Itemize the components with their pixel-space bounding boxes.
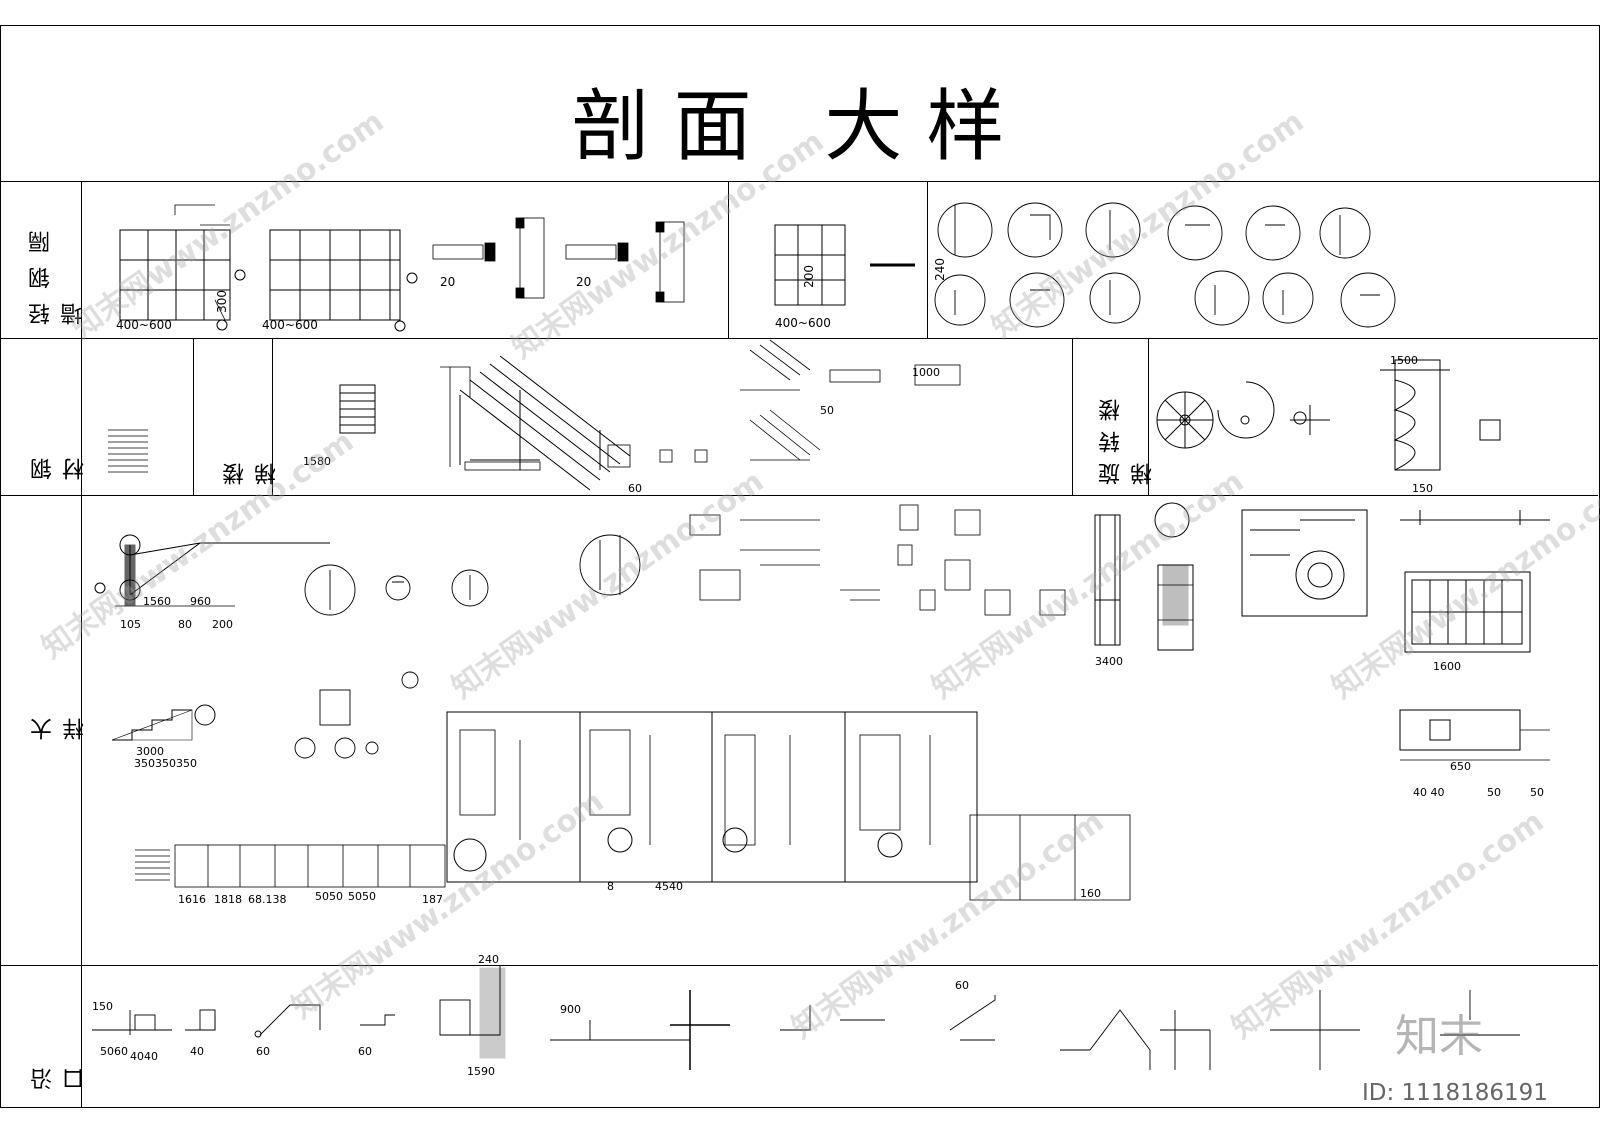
detail-sheet-strip xyxy=(135,814,1131,901)
dim-label: 50 xyxy=(820,404,834,417)
row-divider xyxy=(0,965,1598,966)
row-divider xyxy=(0,338,1598,339)
drawing-sheet: 剖面 大样 xyxy=(0,25,1600,1108)
row-divider xyxy=(0,181,1598,182)
dim-label: 8 xyxy=(607,880,614,893)
dim-label: 5050 xyxy=(348,890,376,903)
title-block: 剖面 大样 xyxy=(1,26,1599,182)
dim-label: 240 xyxy=(478,953,499,966)
dim-label: 1560 xyxy=(143,595,171,608)
dim-label: 3400 xyxy=(1095,655,1123,668)
tall-elevation-detail xyxy=(1094,502,1194,651)
cell-divider xyxy=(193,338,194,495)
dim-label: 1616 xyxy=(178,893,206,906)
dim-label: 150 xyxy=(1412,482,1433,495)
dim-label: 60 xyxy=(628,482,642,495)
stair-plan xyxy=(339,384,376,434)
stair-section xyxy=(440,355,631,491)
dim-label: 1000 xyxy=(912,366,940,379)
sheet-title: 剖面 大样 xyxy=(571,82,1029,172)
misc-detail-cluster xyxy=(689,504,1066,616)
dim-label: 650 xyxy=(1450,760,1471,773)
partition-sections xyxy=(432,217,685,303)
dim-label: 20 xyxy=(576,275,592,289)
stair-details-small xyxy=(607,339,961,468)
steel-section-stack xyxy=(108,429,148,473)
ceiling-detail-panel xyxy=(1241,509,1368,617)
partition-joint-details xyxy=(934,202,1396,328)
id-label: ID: 1118186191 xyxy=(1362,1080,1548,1106)
anchor-detail xyxy=(294,671,419,759)
dim-label: 40 40 xyxy=(1413,786,1445,799)
dim-label: 60 xyxy=(256,1045,270,1058)
dim-label: 20 xyxy=(440,275,456,289)
dim-label: 1818 xyxy=(214,893,242,906)
dim-label: 80 xyxy=(178,618,192,631)
dim-label: 350350350 xyxy=(134,757,197,770)
dim-label: 50 xyxy=(1530,786,1544,799)
dim-label: 960 xyxy=(190,595,211,608)
dim-label: 50 xyxy=(1487,786,1501,799)
cell-divider xyxy=(272,338,273,495)
dim-label: 160 xyxy=(1080,887,1101,900)
dim-label: 3000 xyxy=(136,745,164,758)
dim-label: 4040 xyxy=(130,1050,158,1063)
step-detail xyxy=(111,704,216,741)
cell-divider xyxy=(1072,338,1073,495)
dim-label: 4540 xyxy=(655,880,683,893)
partition-elevation-2 xyxy=(269,229,418,332)
brand-logo-text: 知末 xyxy=(1395,1011,1483,1062)
eave-details xyxy=(92,965,1520,1070)
ceiling-grid-plan xyxy=(1400,510,1550,653)
partition-elevation-1 xyxy=(119,204,246,331)
dim-label: 400~600 xyxy=(262,318,318,332)
cell-divider xyxy=(728,181,729,338)
cantilever-bracket-detail xyxy=(94,534,330,607)
dim-label: 60 xyxy=(358,1045,372,1058)
door-detail-sheets xyxy=(446,711,978,883)
dim-label: 1590 xyxy=(467,1065,495,1078)
dim-label: 150 xyxy=(92,1000,113,1013)
dim-label: 40 xyxy=(190,1045,204,1058)
dim-label: 200 xyxy=(212,618,233,631)
dim-label: 1580 xyxy=(303,455,331,468)
dim-label: 400~600 xyxy=(116,318,172,332)
dim-label: 200 xyxy=(802,265,816,288)
dim-label: 60 xyxy=(955,979,969,992)
dim-label: 240 xyxy=(933,258,947,281)
cell-divider xyxy=(1148,338,1149,495)
dim-label: 68.138 xyxy=(248,893,287,906)
dim-label: 1600 xyxy=(1433,660,1461,673)
partition-elevation-3 xyxy=(774,224,915,306)
dim-label: 300 xyxy=(215,290,229,313)
dim-label: 105 xyxy=(120,618,141,631)
label-column-divider xyxy=(81,181,82,1108)
cell-divider xyxy=(927,181,928,338)
spiral-stair-plans xyxy=(1156,359,1501,471)
connection-detail-circles xyxy=(304,534,641,616)
dim-label: 900 xyxy=(560,1003,581,1016)
row-divider xyxy=(0,495,1598,496)
dim-label: 187 xyxy=(422,893,443,906)
dim-label: 1500 xyxy=(1390,354,1418,367)
dim-label: 5050 xyxy=(315,890,343,903)
dim-label: 5060 xyxy=(100,1045,128,1058)
dim-label: 400~600 xyxy=(775,316,831,330)
parapet-detail xyxy=(1399,709,1550,761)
